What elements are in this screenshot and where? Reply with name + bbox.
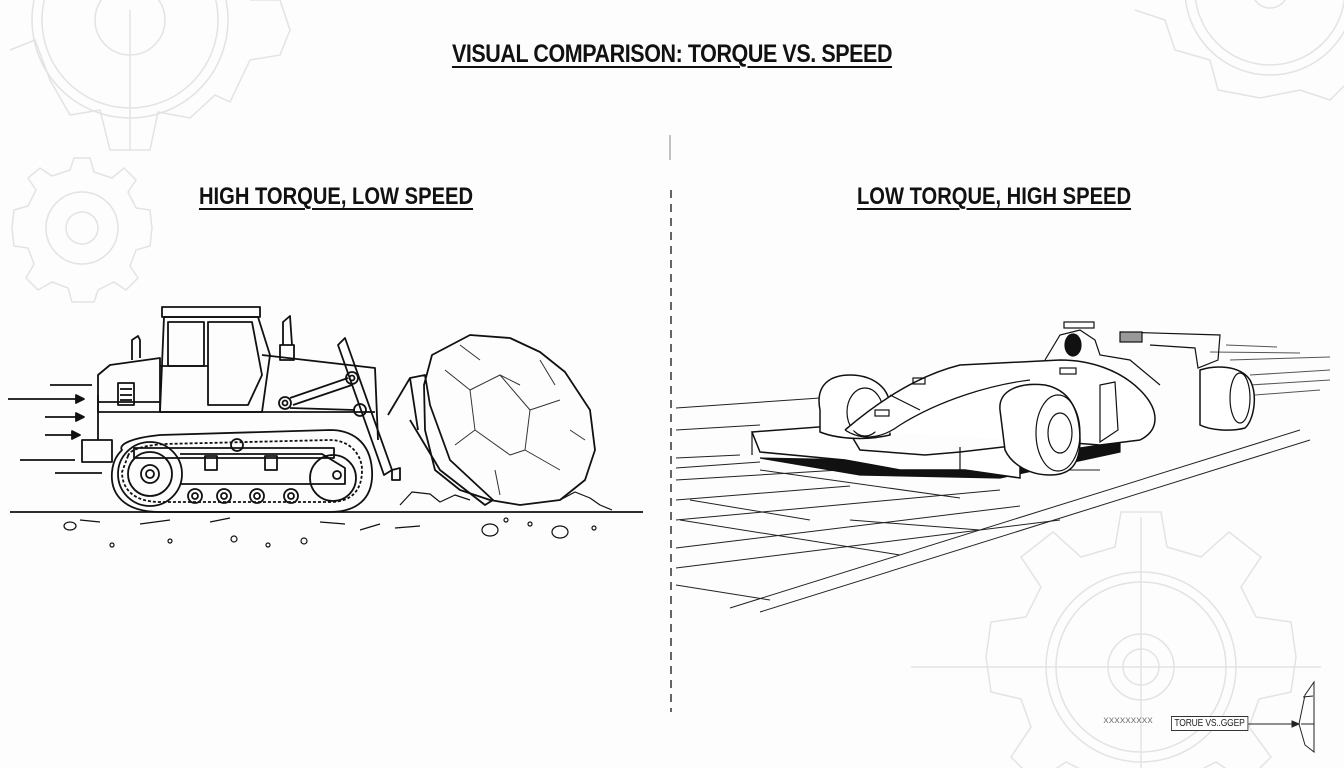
gear-icon — [1134, 0, 1344, 101]
footer-scribble-text: xxxxxxxxx — [1103, 716, 1153, 727]
page-title: VISUAL COMPARISON: TORQUE VS. SPEED — [451, 40, 893, 68]
motion-lines — [8, 384, 102, 474]
track-grid — [675, 397, 1311, 613]
gear-icon — [9, 0, 291, 151]
gear-icon — [911, 511, 1321, 768]
heading-high-torque: HIGH TORQUE, LOW SPEED — [198, 183, 474, 210]
gear-icon — [11, 157, 153, 303]
heading-high-speed: LOW TORQUE, HIGH SPEED — [856, 183, 1132, 210]
footer-tag-label: TORUE VS..GGEP — [1171, 716, 1249, 731]
